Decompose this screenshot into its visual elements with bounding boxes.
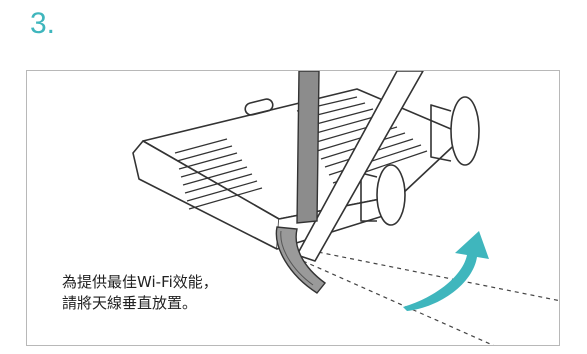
step-number: 3. xyxy=(30,7,56,40)
antenna-upright xyxy=(296,71,424,262)
illustration-frame: 為提供最佳Wi-Fi效能， 請將天線垂直放置。 xyxy=(26,70,560,346)
caption-line-2: 請將天線垂直放置。 xyxy=(62,294,198,312)
antenna-gray xyxy=(275,71,327,294)
instruction-caption: 為提供最佳Wi-Fi效能， 請將天線垂直放置。 xyxy=(60,271,220,315)
caption-line-1: 為提供最佳Wi-Fi效能， xyxy=(62,273,218,291)
curved-rotate-arrow-icon xyxy=(403,231,489,311)
guide-lines xyxy=(302,248,559,345)
router-antenna-illustration xyxy=(132,71,559,345)
